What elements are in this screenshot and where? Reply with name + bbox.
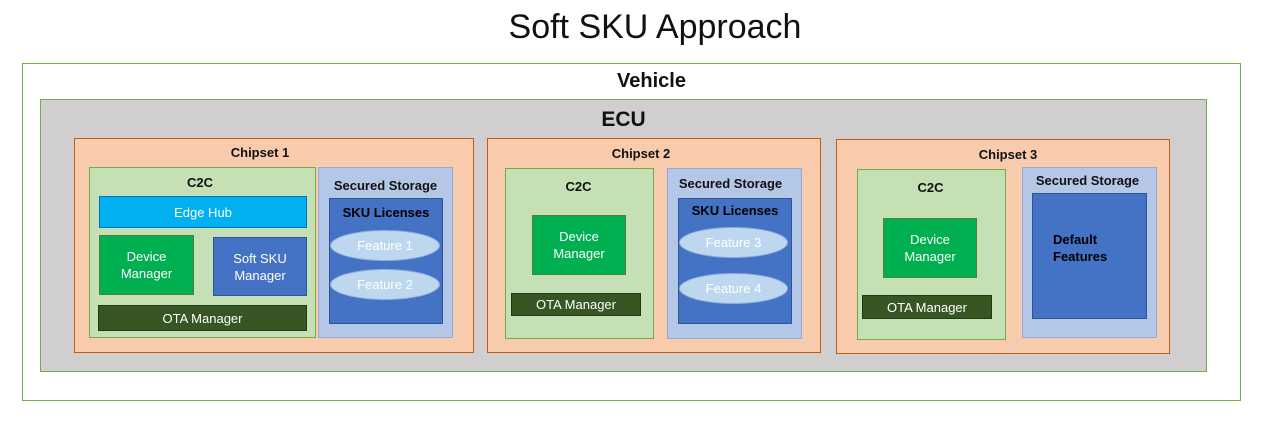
chipset-1-c2c-label: C2C (186, 175, 213, 190)
chipset-2-ota-manager: OTA Manager (511, 293, 641, 316)
chipset-1-sku-licenses (329, 198, 443, 324)
chipset-2-label: Chipset 2 (611, 146, 671, 161)
default-features-label: Default Features (1053, 232, 1108, 264)
feature-4: Feature 4 (679, 273, 788, 304)
chipset-2-device-manager: Device Manager (532, 215, 626, 275)
chipset-3-storage-label: Secured Storage (1035, 173, 1140, 188)
chipset-3-c2c-label: C2C (917, 180, 944, 195)
chipset-1-label: Chipset 1 (230, 145, 290, 160)
chipset-3-ota-manager: OTA Manager (862, 295, 992, 319)
default-features-box (1032, 193, 1147, 319)
edge-hub: Edge Hub (99, 196, 307, 228)
ecu-label: ECU (601, 108, 646, 131)
soft-sku-manager: Soft SKU Manager (213, 237, 307, 296)
feature-3: Feature 3 (679, 227, 788, 258)
chipset-3-device-manager: Device Manager (883, 218, 977, 278)
chipset-1-device-manager: Device Manager (99, 235, 194, 295)
chipset-1-ota-manager: OTA Manager (98, 305, 307, 331)
chipset-2-storage-label: Secured Storage (678, 176, 783, 191)
vehicle-label: Vehicle (617, 70, 686, 92)
feature-1: Feature 1 (330, 230, 440, 261)
feature-2: Feature 2 (330, 269, 440, 300)
chipset-3-label: Chipset 3 (978, 147, 1038, 162)
chipset-1-storage-label: Secured Storage (333, 178, 438, 193)
chipset-1-sku-licenses-label: SKU Licenses (342, 205, 430, 220)
chipset-2-c2c-label: C2C (565, 179, 592, 194)
diagram-title: Soft SKU Approach (508, 8, 802, 46)
chipset-2-sku-licenses-label: SKU Licenses (691, 203, 779, 218)
